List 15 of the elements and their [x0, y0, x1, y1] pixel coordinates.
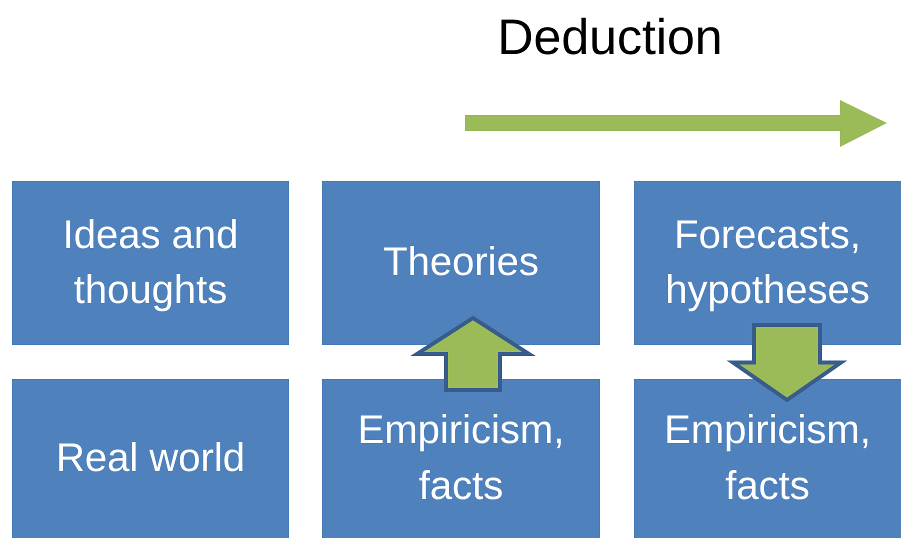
box-label: Theories	[383, 239, 539, 286]
concept-box	[634, 379, 901, 538]
concept-box	[12, 181, 289, 345]
block-arrow	[410, 316, 536, 392]
box-label: Forecasts, hypotheses	[664, 212, 871, 314]
box-label: Ideas and thoughts	[62, 212, 240, 314]
box-label: Empiricism, facts	[356, 407, 566, 510]
concept-box	[12, 379, 289, 538]
box-label: Real world	[56, 434, 245, 482]
heading: Deduction	[496, 8, 724, 66]
block-arrow	[726, 323, 848, 402]
concept-box	[322, 181, 600, 345]
box-label: Empiricism, facts	[663, 407, 872, 510]
concept-box	[322, 379, 600, 538]
concept-box	[634, 181, 901, 345]
